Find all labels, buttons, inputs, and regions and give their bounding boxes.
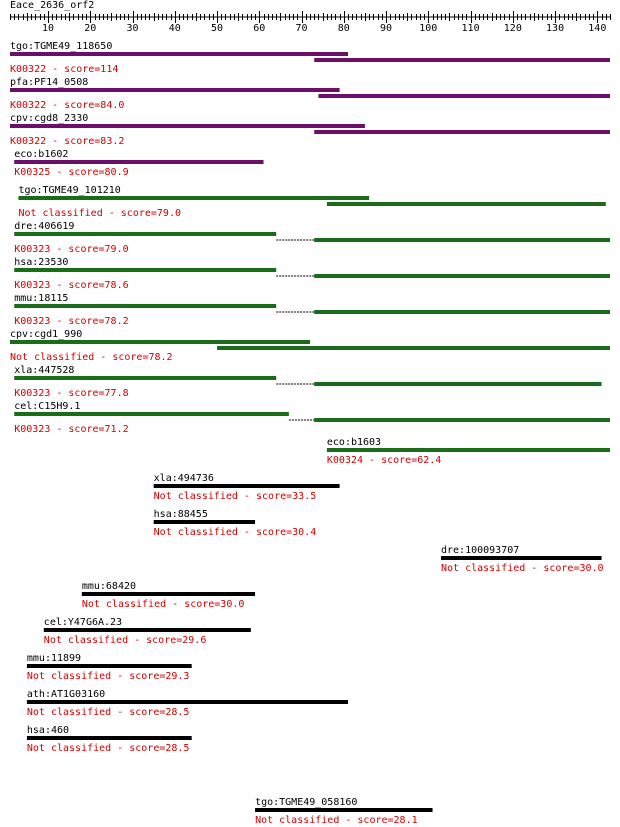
ruler-tick-label: 10 (42, 23, 54, 34)
hit-segment-bar (26, 664, 192, 668)
hit-segment-bar (255, 808, 433, 812)
hit-segment-bar (14, 304, 277, 308)
hit-classification: K00324 - score=62.4 (326, 455, 442, 466)
hit-classification: K00322 - score=83.2 (10, 136, 125, 147)
hit-label[interactable]: tgo:TGME49_058160 (255, 797, 358, 808)
hit-classification: Not classified - score=78.2 (10, 352, 173, 363)
hit-segment-bar (18, 196, 370, 200)
hit-segment-bar (217, 346, 611, 350)
hit-classification: Not classified - score=28.1 (255, 815, 418, 826)
ruler-tick-label: 120 (504, 23, 522, 34)
hit-segment-bar (318, 94, 610, 98)
hit-label[interactable]: mmu:11899 (26, 653, 82, 664)
hit-label[interactable]: eco:b1603 (326, 437, 382, 448)
query-title: Eace_2636_orf2 (10, 0, 95, 11)
ruler-tick-label: 140 (588, 23, 606, 34)
hit-segment-bar (10, 52, 349, 56)
hit-label[interactable]: dre:406619 (14, 221, 75, 232)
hit-segment-bar (10, 340, 310, 344)
hit-segment-bar (314, 238, 610, 242)
hit-label[interactable]: cpv:cgd1_990 (10, 329, 83, 340)
hit-label[interactable]: cel:Y47G6A.23 (43, 617, 123, 628)
hit-classification: K00323 - score=79.0 (14, 244, 129, 255)
ruler-tick-label: 100 (419, 23, 437, 34)
ruler-tick-label: 130 (546, 23, 564, 34)
hit-label[interactable]: cpv:cgd8_2330 (10, 113, 89, 124)
hit-segment-bar (326, 448, 610, 452)
hit-segment-bar (314, 274, 610, 278)
hit-segment-bar (153, 484, 340, 488)
hit-classification: K00322 - score=114 (10, 64, 119, 75)
hit-segment-bar (153, 520, 256, 524)
hit-label[interactable]: xla:494736 (153, 473, 214, 484)
hit-classification: Not classified - score=33.5 (153, 491, 317, 502)
hit-segment-bar (326, 202, 606, 206)
hit-segment-bar (14, 376, 277, 380)
hit-label[interactable]: ath:AT1G03160 (26, 689, 106, 700)
hit-label[interactable]: dre:100093707 (440, 545, 520, 556)
hit-label[interactable]: tgo:TGME49_101210 (18, 185, 121, 196)
ruler-tick-label: 80 (338, 23, 350, 34)
hit-label[interactable]: hsa:88455 (153, 509, 208, 520)
ruler-tick-label: 110 (462, 23, 480, 34)
hit-label[interactable]: hsa:460 (26, 725, 70, 736)
hit-classification: K00323 - score=71.2 (14, 424, 129, 435)
hit-label[interactable]: xla:447528 (14, 365, 75, 376)
hit-classification: K00325 - score=80.9 (14, 167, 129, 178)
hit-segment-bar (43, 628, 251, 632)
hit-label[interactable]: pfa:PF14_0508 (10, 77, 89, 88)
hit-segment-bar (14, 412, 289, 416)
hit-label[interactable]: tgo:TGME49_118650 (10, 41, 113, 52)
hit-classification: Not classified - score=28.5 (26, 707, 190, 718)
ruler-tick-label: 90 (380, 23, 392, 34)
hit-classification: K00323 - score=78.2 (14, 316, 129, 327)
hit-segment-bar (314, 310, 610, 314)
hit-label[interactable]: cel:C15H9.1 (14, 401, 81, 412)
ruler-tick-label: 40 (169, 23, 181, 34)
hit-classification: K00323 - score=77.8 (14, 388, 129, 399)
hit-segment-bar (314, 382, 602, 386)
ruler-tick-label: 70 (296, 23, 308, 34)
hit-segment-bar (440, 556, 602, 560)
hit-label[interactable]: hsa:23530 (14, 257, 69, 268)
hit-segment-bar (14, 160, 264, 164)
hit-segment-bar (314, 418, 610, 422)
hit-segment-bar (314, 58, 610, 62)
ruler-tick-label: 60 (253, 23, 265, 34)
hit-segment-bar (14, 232, 277, 236)
hit-classification: K00323 - score=78.6 (14, 280, 129, 291)
hit-segment-bar (10, 88, 340, 92)
hit-segment-bar (26, 700, 349, 704)
ruler-tick-label: 30 (127, 23, 139, 34)
hit-classification: Not classified - score=30.0 (81, 599, 245, 610)
ruler-tick-label: 20 (84, 23, 96, 34)
hit-classification: Not classified - score=29.3 (26, 671, 190, 682)
position-ruler: 10 20 30 40 50 60 70 80 90 100 110 120 130 140 (10, 11, 611, 34)
hit-classification: Not classified - score=79.0 (18, 208, 181, 219)
hit-segment-bar (81, 592, 256, 596)
hit-classification: Not classified - score=30.4 (153, 527, 317, 538)
hit-segment-bar (314, 130, 610, 134)
hit-classification: Not classified - score=30.0 (440, 563, 604, 574)
hit-segment-bar (26, 736, 192, 740)
hit-classification: Not classified - score=29.6 (43, 635, 207, 646)
hit-label[interactable]: mmu:68420 (81, 581, 137, 592)
hit-segment-bar (14, 268, 277, 272)
hit-classification: K00322 - score=84.0 (10, 100, 125, 111)
hit-label[interactable]: eco:b1602 (14, 149, 69, 160)
hit-classification: Not classified - score=28.5 (26, 743, 190, 754)
ruler-tick-label: 50 (211, 23, 223, 34)
hit-label[interactable]: mmu:18115 (14, 293, 69, 304)
hit-segment-bar (10, 124, 365, 128)
